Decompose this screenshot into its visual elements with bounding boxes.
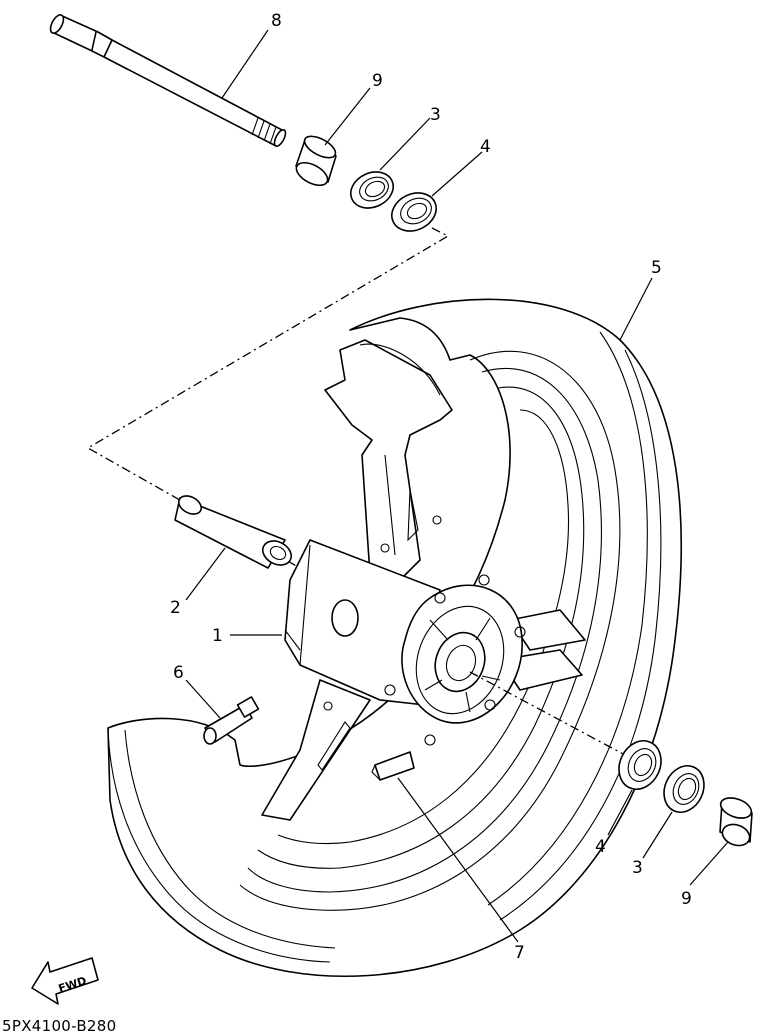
front-wheel-axle [49, 14, 287, 147]
callout-bearing-bottom: 4 [595, 837, 606, 857]
valve-stem [203, 696, 260, 745]
bearing-bottom [618, 740, 662, 790]
tire-rim [107, 298, 682, 978]
callout-hub: 1 [212, 626, 223, 646]
callout-collar-top: 9 [372, 71, 383, 91]
callout-seal-bottom: 3 [632, 858, 643, 878]
callout-valve: 6 [173, 663, 184, 683]
callout-weight: 7 [514, 943, 525, 963]
callout-spacer: 2 [170, 598, 181, 618]
leader-lines [185, 29, 729, 943]
balance-weight [371, 751, 415, 781]
diagram-code: 5PX4100-B280 [2, 1017, 116, 1034]
bearing-top [391, 192, 437, 232]
wheel-hub [261, 339, 586, 821]
collar-bottom [719, 797, 753, 847]
collar-top [295, 135, 337, 187]
callout-tire: 5 [651, 258, 662, 278]
callout-axle: 8 [271, 11, 282, 31]
callout-seal-top: 3 [430, 105, 441, 125]
axle-spacer [174, 495, 293, 569]
callout-collar-bottom: 9 [681, 889, 692, 909]
fwd-arrow-icon: FWD [31, 957, 99, 1005]
oil-seal-top [350, 171, 394, 209]
callout-bearing-top: 4 [480, 137, 491, 157]
oil-seal-bottom [663, 765, 705, 813]
assembly-line-lower [469, 671, 626, 756]
